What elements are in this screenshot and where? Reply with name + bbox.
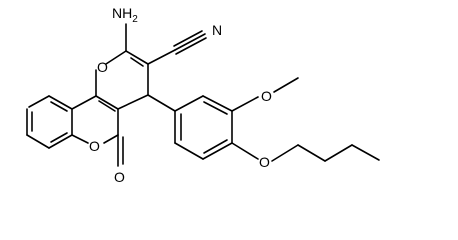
- lactone-ring: [71, 95, 119, 144]
- methoxy-group: [231, 77, 299, 112]
- butoxy-chain: [231, 142, 380, 162]
- pyran-o-label: O: [97, 59, 108, 75]
- nitrile-n-label: N: [212, 22, 222, 38]
- nitrile-group: [147, 30, 207, 65]
- aryl-ring: [174, 95, 233, 160]
- carbonyl-bond: [117, 134, 124, 167]
- chemical-structure: NH2 N O O O O O: [26, 5, 380, 185]
- butoxy-o-label: O: [259, 154, 270, 170]
- benzo-ring: [26, 95, 73, 149]
- amino-label: NH2: [112, 5, 138, 25]
- lactone-o-label: O: [89, 138, 100, 154]
- pyran-ring: [95, 50, 149, 110]
- methoxy-o-label: O: [261, 88, 272, 104]
- aryl-bond: [147, 94, 176, 112]
- svg-text:NH2: NH2: [112, 5, 138, 25]
- carbonyl-o-label: O: [114, 169, 125, 185]
